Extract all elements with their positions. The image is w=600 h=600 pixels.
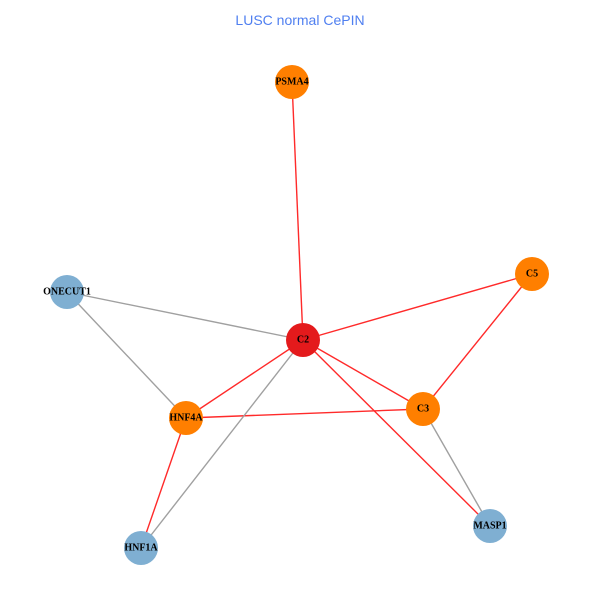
node-label: C2 (297, 335, 309, 346)
edge-onecut1-c2 (66, 291, 304, 341)
node-psma4[interactable]: PSMA4 (275, 65, 309, 99)
edge-c5-c3 (422, 273, 533, 410)
edge-c2-c5 (302, 273, 533, 341)
node-label: MASP1 (473, 521, 506, 532)
node-label: ONECUT1 (43, 287, 91, 298)
edge-c3-masp1 (422, 408, 491, 527)
node-circle (515, 257, 549, 291)
node-circle (50, 275, 84, 309)
edge-c2-c3 (302, 339, 424, 410)
node-circle (169, 401, 203, 435)
node-c2[interactable]: C2 (286, 323, 320, 357)
edge-c2-hnf4a (185, 339, 304, 419)
node-label: PSMA4 (275, 77, 308, 88)
node-masp1[interactable]: MASP1 (473, 509, 507, 543)
node-label: C3 (417, 404, 429, 415)
node-label: HNF1A (124, 543, 158, 554)
node-c3[interactable]: C3 (406, 392, 440, 426)
node-circle (406, 392, 440, 426)
diagram-title: LUSC normal CePIN (235, 12, 365, 28)
node-hnf4a[interactable]: HNF4A (169, 401, 203, 435)
node-hnf1a[interactable]: HNF1A (124, 531, 158, 565)
node-circle (286, 323, 320, 357)
node-onecut1[interactable]: ONECUT1 (43, 275, 91, 309)
node-circle (473, 509, 507, 543)
node-label: C5 (526, 269, 538, 280)
node-c5[interactable]: C5 (515, 257, 549, 291)
edge-c2-masp1 (302, 339, 491, 527)
node-circle (124, 531, 158, 565)
edge-psma4-c2 (291, 81, 304, 341)
edge-onecut1-hnf4a (66, 291, 187, 419)
edge-hnf4a-hnf1a (140, 417, 187, 549)
node-circle (275, 65, 309, 99)
node-label: HNF4A (169, 413, 203, 424)
edge-hnf4a-c3 (185, 408, 424, 419)
edge-c2-hnf1a (140, 339, 304, 549)
